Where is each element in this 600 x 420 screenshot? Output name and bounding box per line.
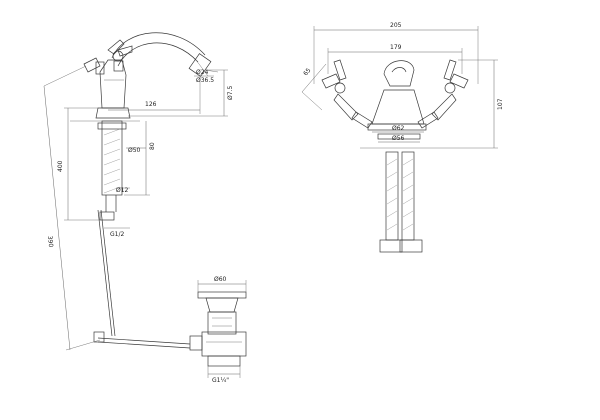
popup-rod [97,209,113,337]
label-waste-thread: G1¼" [212,377,229,384]
side-handle-icon [107,39,133,72]
front-base [377,133,421,140]
label-spout-id: Ø36.5 [196,77,214,84]
label-205: 205 [390,22,402,29]
label-179: 179 [390,44,402,51]
linkage-nut [189,335,203,351]
spout-tip [188,53,212,77]
linkage-bar [97,337,191,345]
spout-outer [111,32,206,59]
label-pipe-dia: Ø12 [116,187,129,194]
label-base-dia: Ø50 [128,147,141,154]
label-107: 107 [497,98,504,110]
label-base-od: Ø62 [392,125,405,132]
side-view: 390 400 126 Ø24 Ø36.5 Ø7.5 Ø50 80 Ø12 G1… [43,32,234,351]
dim-line-65 [301,63,327,93]
shank-thread-hatch [103,128,121,194]
front-left-handle-icon [321,59,373,129]
inlet-nut [99,211,115,221]
label-65: 65 [302,67,312,77]
front-thread-hatch [386,158,414,231]
front-right-handle-icon [417,59,469,129]
front-inlet-nut-left [379,239,403,253]
spout-inner [117,42,199,67]
front-spout [383,60,415,87]
front-inlet-nut-right [399,239,423,253]
rear-handle [83,57,101,73]
label-base-id: Ø56 [392,135,405,142]
label-waste-dia: Ø60 [214,276,227,283]
waste-flange [197,291,247,299]
waste-body [207,311,237,335]
dim-line-390 [43,85,71,351]
waste-detail: Ø60 G1¼" [189,276,247,384]
label-spout-height: Ø7.5 [227,86,234,100]
label-thread: G1/2 [110,231,124,238]
shank [101,120,123,196]
front-view: 205 179 65 107 Ø62 Ø56 [301,22,504,253]
label-400: 400 [57,160,64,172]
label-spout-od: Ø24 [196,69,209,76]
label-80: 80 [149,142,156,150]
label-126: 126 [145,101,157,108]
front-body [371,89,425,125]
base-flange [95,107,131,119]
label-390: 390 [46,235,54,247]
